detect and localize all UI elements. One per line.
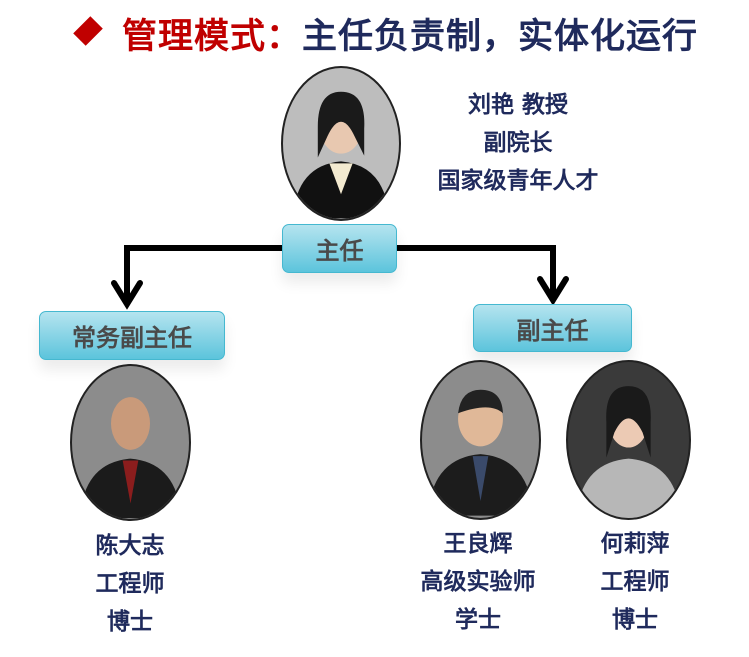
director-role-box: 主任 [282,224,397,273]
executive-deputy-role: 常务副主任 [72,324,192,352]
executive-deputy-role-box: 常务副主任 [39,311,225,360]
director-info: 刘艳 教授 副院长 国家级青年人才 [408,86,628,200]
director-photo [281,66,401,221]
deputy-role: 副主任 [516,316,589,345]
director-name: 刘艳 教授 [467,92,568,118]
he-liping-photo [566,360,691,520]
chen-dazhi-info: 陈大志 工程师 博士 [40,527,220,641]
wang-lianghui-info: 王良辉 高级实验师 学士 [388,525,568,639]
director-role: 主任 [315,237,364,265]
he-liping-info: 何莉萍 工程师 博士 [555,525,715,639]
director-title: 副院长 [483,130,553,156]
person-degree: 博士 [107,609,153,635]
person-name: 何莉萍 [600,531,670,557]
person-title: 工程师 [600,569,670,595]
person-degree: 博士 [612,607,658,633]
deputy-role-box: 副主任 [473,304,632,352]
person-title: 工程师 [95,571,165,597]
person-name: 王良辉 [443,531,513,557]
chen-dazhi-photo [70,364,191,521]
title-text: 主任负责制，实体化运行 [302,17,699,57]
page-title: 管理模式：主任负责制，实体化运行 [122,8,698,59]
title-highlight: 管理模式： [122,17,303,57]
wang-lianghui-photo [420,360,541,520]
person-title: 高级实验师 [420,569,536,595]
director-honor: 国家级青年人才 [437,168,599,194]
person-name: 陈大志 [95,533,165,559]
person-degree: 学士 [455,607,501,633]
